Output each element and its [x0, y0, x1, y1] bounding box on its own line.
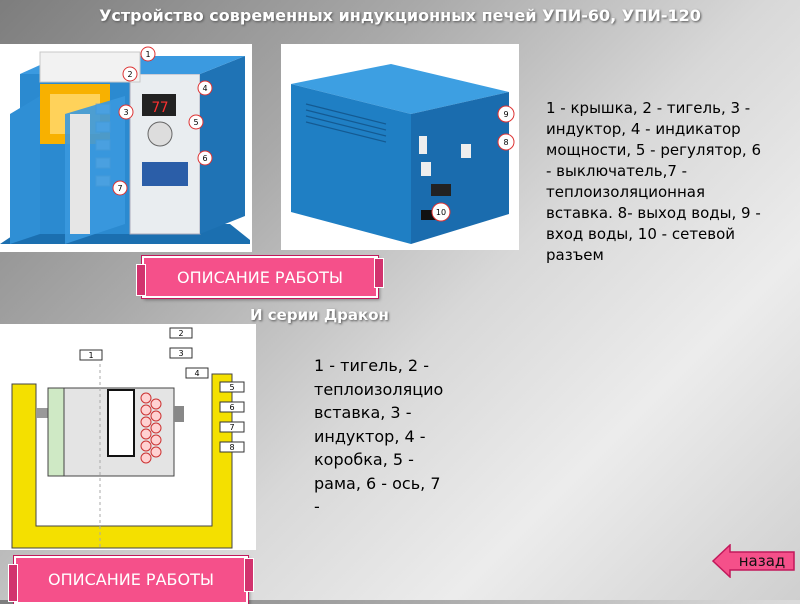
callout-7: 7 — [117, 184, 122, 193]
callout-d4: 4 — [194, 369, 199, 378]
callout-3: 3 — [123, 108, 128, 117]
scroll-curl-left — [136, 264, 146, 296]
power-display: 77 — [152, 100, 169, 116]
dragon-schematic-image: 1 2 3 4 5 6 7 8 — [0, 324, 256, 550]
description-button-1-label: ОПИСАНИЕ РАБОТЫ — [177, 267, 343, 287]
back-button[interactable]: назад — [711, 543, 796, 579]
description-button-1[interactable]: ОПИСАНИЕ РАБОТЫ — [136, 256, 384, 298]
callout-d7: 7 — [229, 423, 234, 432]
callout-6: 6 — [202, 154, 207, 163]
callout-10: 10 — [436, 208, 446, 217]
furnace-open-image: 1 2 3 4 5 6 7 77 — [0, 44, 252, 252]
description-button-2[interactable]: ОПИСАНИЕ РАБОТЫ — [8, 556, 254, 604]
slide-title: Устройство современных индукционных пече… — [99, 6, 701, 25]
legend-upi: 1 - крышка, 2 - тигель, 3 - индуктор, 4 … — [546, 99, 762, 264]
callout-1: 1 — [145, 50, 150, 59]
back-button-label: назад — [739, 552, 786, 570]
callout-2: 2 — [127, 70, 132, 79]
furnace-closed-image: 9 8 10 — [281, 44, 519, 250]
back-arrow-icon — [711, 543, 795, 579]
callout-9: 9 — [503, 110, 508, 119]
callout-d8: 8 — [229, 443, 234, 452]
callout-4: 4 — [202, 84, 207, 93]
callout-8: 8 — [503, 138, 508, 147]
callout-d6: 6 — [229, 403, 234, 412]
callout-d5: 5 — [229, 383, 234, 392]
description-button-2-label: ОПИСАНИЕ РАБОТЫ — [48, 570, 214, 589]
callout-d2: 2 — [178, 329, 183, 338]
scroll-curl-right — [244, 558, 254, 592]
callout-d3: 3 — [178, 349, 183, 358]
slide-subtitle: И серии Дракон — [250, 306, 389, 324]
legend-dragon: 1 - тигель, 2 - теплоизоляционная вставк… — [314, 356, 444, 516]
callout-d1: 1 — [88, 351, 93, 360]
scroll-curl-left — [8, 564, 18, 602]
scroll-curl-right — [374, 258, 384, 288]
callout-5: 5 — [193, 118, 198, 127]
